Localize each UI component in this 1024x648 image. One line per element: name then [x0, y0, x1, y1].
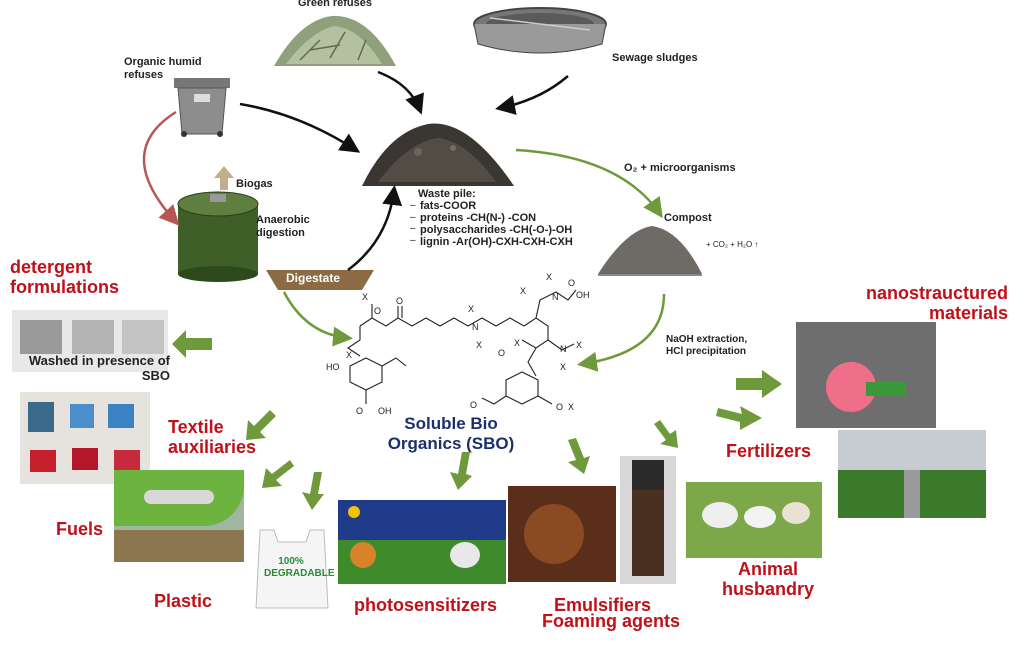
naoh-extraction-label: NaOH extraction,: [666, 334, 748, 345]
svg-text:O: O: [356, 406, 363, 416]
green-refuses-label: Green refuses: [298, 0, 372, 9]
sbo-title: Soluble Bio Organics (SBO): [387, 414, 515, 453]
emulsifiers-label: Emulsifiers: [554, 595, 652, 615]
digestate-label: Digestate: [286, 271, 341, 285]
fertilizers-label: Fertilizers: [726, 441, 812, 461]
svg-text:O: O: [374, 306, 381, 316]
nanomaterials-image: [796, 322, 936, 428]
waste-pile-item: polysaccharides -CH(-O-)-OH: [420, 224, 573, 236]
svg-text:N: N: [560, 344, 567, 354]
fuels-image: [114, 470, 244, 562]
svg-text:O: O: [470, 400, 477, 410]
greenhouse-image: [838, 430, 986, 518]
waste-pile-title: Waste pile:: [418, 188, 476, 200]
svg-text:HO: HO: [326, 362, 340, 372]
compost-image: [596, 220, 704, 276]
sewage-sludge-image: [470, 4, 610, 60]
waste-pile-image: [358, 112, 518, 188]
washed-label: Washed in presence of SBO: [28, 353, 170, 383]
animal-husbandry-label: Animal husbandry: [721, 559, 814, 599]
textile-image: [20, 392, 150, 484]
detergent-label: detergent formulations: [10, 257, 120, 297]
svg-text:X: X: [346, 350, 352, 360]
svg-text:X: X: [514, 338, 520, 348]
compost-label: Compost: [664, 212, 712, 224]
digester-tank-image: [176, 190, 262, 282]
photosensitizers-image: [338, 500, 506, 584]
svg-text:X: X: [576, 340, 582, 350]
svg-text:X: X: [362, 292, 368, 302]
detergent-swatches-image: [12, 310, 168, 372]
waste-bin-image: [172, 76, 234, 138]
waste-pile-item: fats-COOR: [420, 200, 477, 212]
anaerobic-digestion-label: Anaerobic digestion: [256, 214, 310, 239]
co2-h2o-label: + CO₂ + H₂O ↑: [706, 240, 759, 249]
waste-pile-bullets: ––––: [410, 200, 416, 246]
svg-text:O: O: [568, 278, 575, 288]
green-refuses-image: [270, 10, 400, 68]
foaming-tube-image: [620, 456, 676, 584]
biogas-label: Biogas: [236, 178, 273, 190]
plastic-bag-image: [252, 512, 332, 612]
svg-text:X: X: [468, 304, 474, 314]
svg-text:X: X: [546, 272, 552, 282]
sewage-sludges-label: Sewage sludges: [612, 52, 698, 64]
svg-text:X: X: [560, 362, 566, 372]
digestate-tray: [266, 270, 374, 290]
textile-label: Textile auxiliaries: [168, 417, 257, 457]
organic-humid-refuses-label: Organic humid refuses: [124, 56, 202, 81]
hcl-precipitation-label: HCl precipitation: [666, 346, 747, 357]
svg-text:X: X: [520, 286, 526, 296]
svg-text:X: X: [476, 340, 482, 350]
svg-text:O: O: [396, 296, 403, 306]
svg-text:N: N: [472, 322, 479, 332]
foaming-agents-label: Foaming agents: [542, 611, 681, 631]
svg-text:O: O: [556, 402, 563, 412]
nanostructured-label: nanostrauctured materials: [865, 283, 1008, 323]
svg-text:OH: OH: [576, 290, 590, 300]
waste-pile-item: lignin -Ar(OH)-CXH-CXH-CXH: [420, 236, 573, 248]
fuels-label: Fuels: [56, 519, 104, 539]
svg-text:X: X: [568, 402, 574, 412]
plastic-label: Plastic: [154, 591, 213, 611]
emulsifiers-image: [508, 486, 616, 582]
o2-microorganisms-label: O₂ + microorganisms: [624, 162, 736, 174]
svg-text:N: N: [552, 292, 559, 302]
waste-pile-item: proteins -CH(N-) -CON: [420, 212, 537, 224]
degradable-badge: 100% DEGRADABLE: [264, 556, 335, 579]
animal-husbandry-image: [686, 482, 822, 558]
photosensitizers-label: photosensitizers: [354, 595, 498, 615]
svg-text:O: O: [498, 348, 505, 358]
